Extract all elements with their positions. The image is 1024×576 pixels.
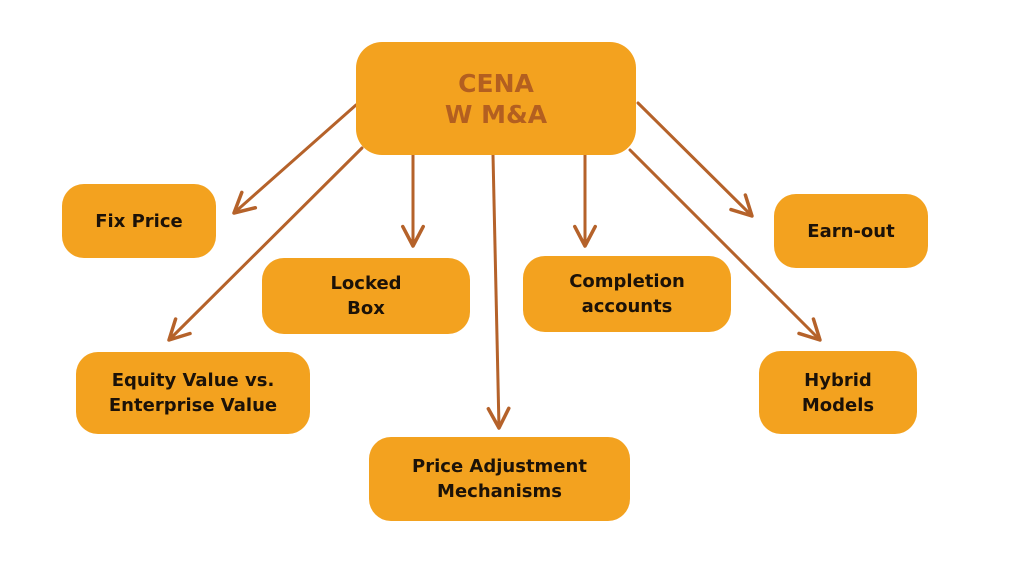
arrow-shaft [628,148,822,342]
node-fix-price: Fix Price [62,184,216,258]
arrowhead-icon [401,224,425,248]
node-label-line-2: Models [801,394,875,416]
node-label-line-1: Locked [330,273,402,294]
arrowhead-icon [729,193,754,218]
node-label: Earn-out [807,220,895,242]
root-node-line-1: CENA [458,68,534,98]
node-label-line-2: Enterprise Value [108,395,278,416]
node-earn-out: Earn-out [774,194,928,268]
arrowhead-icon [232,190,258,215]
arrow-to-earn-out [636,101,754,218]
node-label-line-1: Hybrid [804,369,872,391]
arrow-to-fix-price [232,103,358,215]
arrow-shaft [232,103,358,215]
node-label-line-2: Box [347,298,385,319]
arrowhead-icon [573,224,597,248]
arrow-to-completion-accounts [573,153,597,248]
node-completion-accounts: Completion accounts [523,256,731,332]
arrow-to-locked-box [401,153,425,248]
arrow-shaft [491,153,501,430]
arrow-to-equity-value [167,146,364,342]
arrow-to-price-adjustment [486,153,511,430]
node-label-line-1: Equity Value vs. [111,370,275,391]
root-node-line-2: W M&A [444,99,548,129]
arrowhead-icon [167,317,192,342]
arrow-shaft [636,101,754,218]
node-label-line-1: Price Adjustment [412,456,587,477]
node-equity-value: Equity Value vs. Enterprise Value [76,352,310,434]
node-locked-box: Locked Box [262,258,470,334]
node-hybrid-models: Hybrid Models [759,351,917,434]
root-node-cena-w-ma: CENA W M&A [356,42,636,155]
node-label-line-2: Mechanisms [437,481,562,502]
node-label-line-2: accounts [581,296,673,317]
arrowhead-icon [486,406,511,430]
node-label: Fix Price [95,210,183,232]
arrow-to-hybrid-models [628,148,822,342]
node-label-line-1: Completion [569,271,685,292]
arrow-shaft [167,146,364,342]
node-price-adjustment: Price Adjustment Mechanisms [369,437,630,521]
arrowhead-icon [797,317,822,342]
